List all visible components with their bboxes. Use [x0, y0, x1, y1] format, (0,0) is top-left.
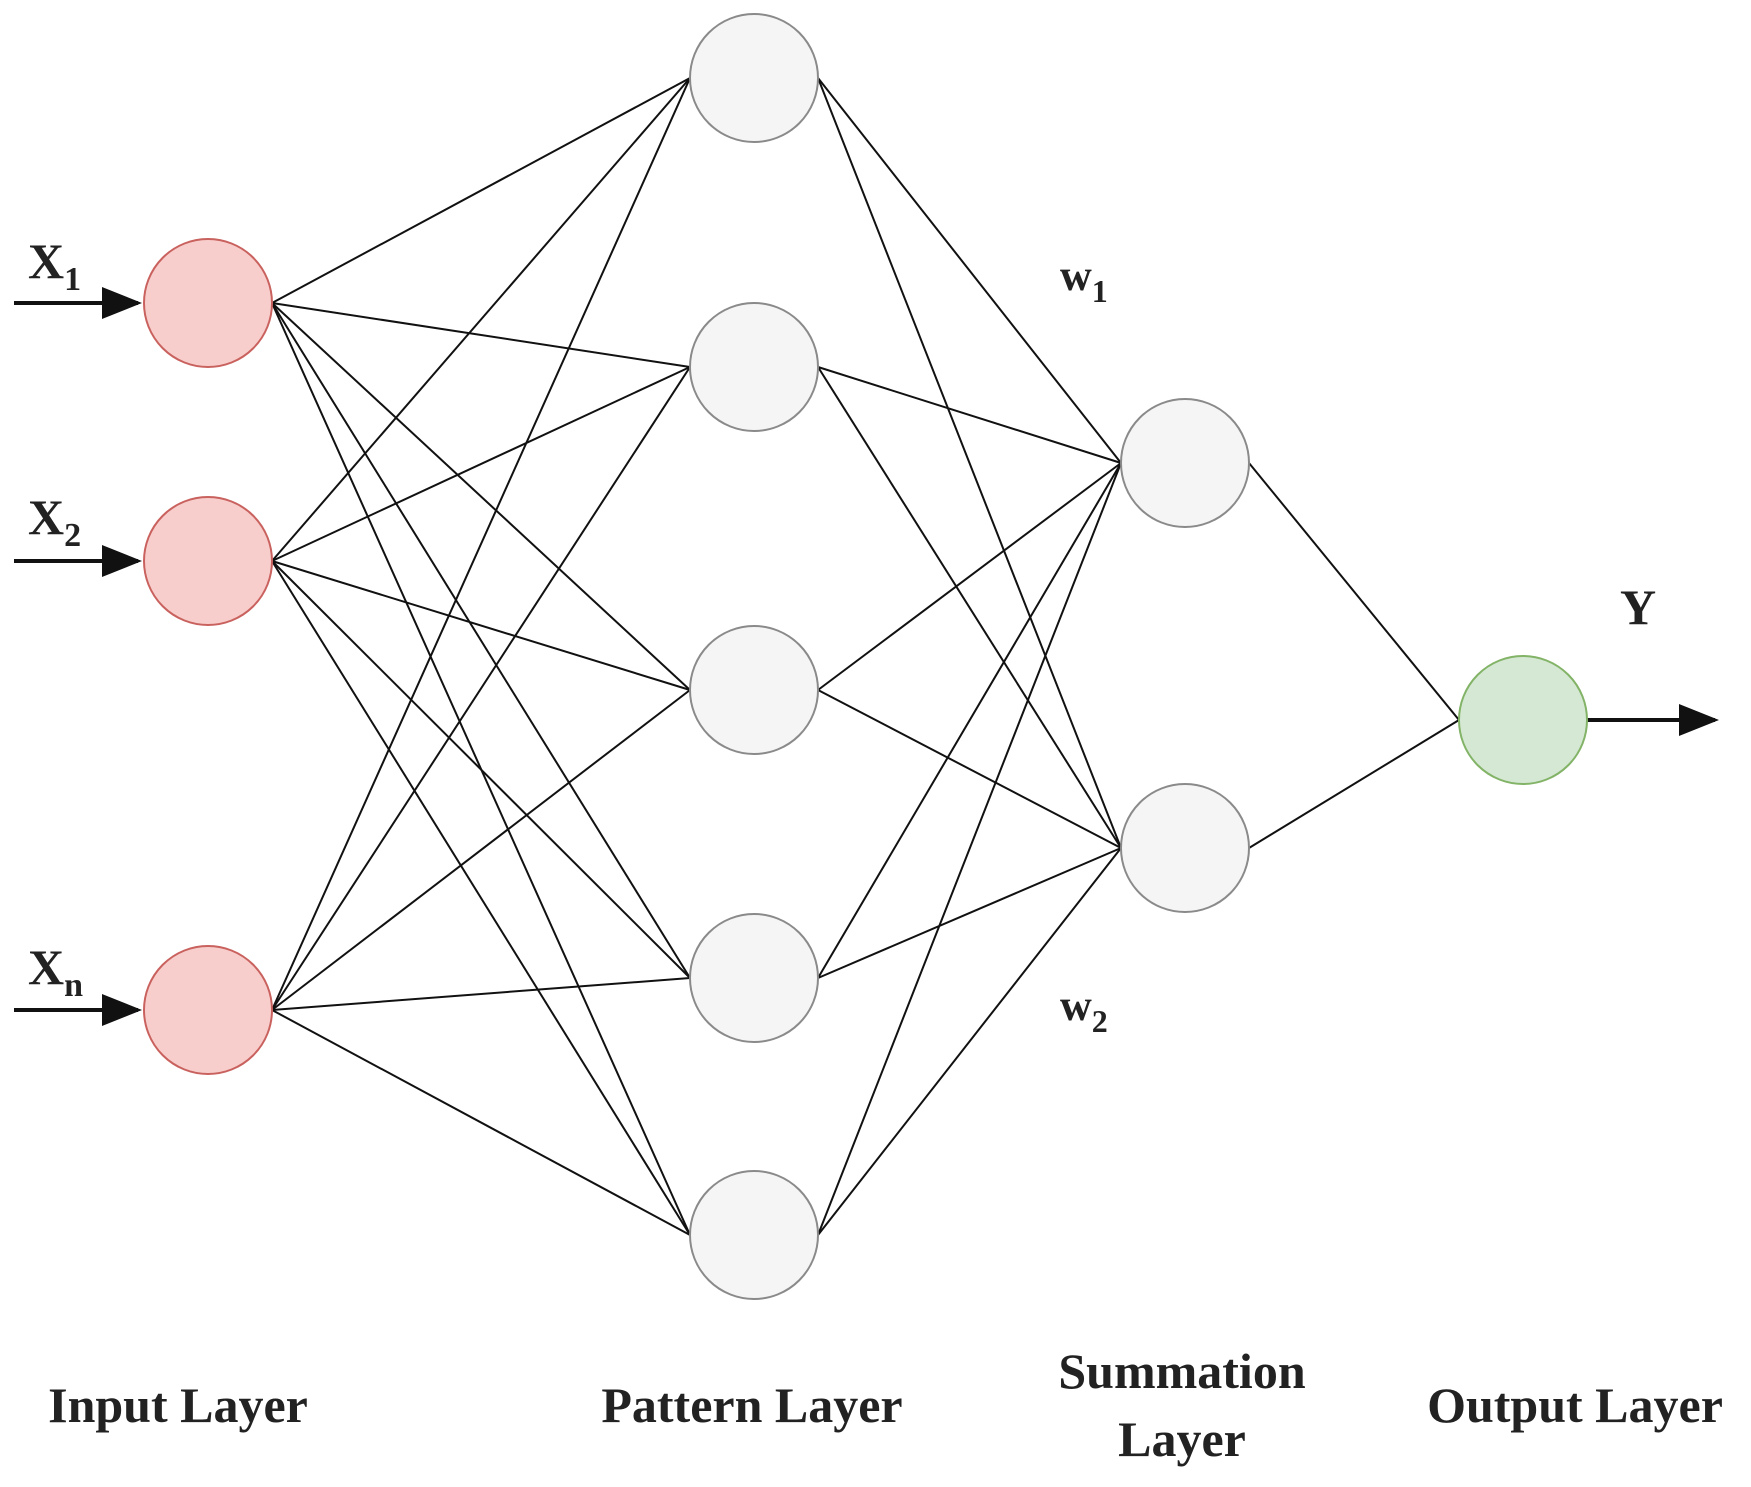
nodes: [143, 13, 1588, 1300]
output-label: Y: [1620, 579, 1656, 635]
edge-input3-pattern2: [271, 366, 691, 1011]
input-layer-label: Input Layer: [48, 1377, 308, 1433]
summation-layer-label-line2: Layer: [1118, 1411, 1246, 1467]
edge-input3-pattern3: [271, 689, 691, 1011]
edge-pattern5-summation2: [817, 847, 1122, 1236]
input-label-2: X2: [28, 489, 81, 554]
edge-input2-pattern1: [271, 77, 691, 562]
edge-pattern4-summation1: [817, 462, 1122, 979]
edge-pattern1-summation2: [817, 77, 1122, 849]
pattern-node-4: [689, 913, 819, 1043]
edge-pattern2-summation1: [817, 366, 1122, 464]
edge-input3-pattern5: [271, 1009, 691, 1236]
edge-input2-pattern2: [271, 366, 691, 562]
edge-pattern1-summation1: [817, 77, 1122, 464]
pattern-node-3: [689, 625, 819, 755]
edge-pattern2-summation2: [817, 366, 1122, 849]
pattern-node-2: [689, 302, 819, 432]
input-label-1: X1: [28, 233, 81, 298]
pattern-layer-label: Pattern Layer: [601, 1377, 902, 1433]
pattern-node-5: [689, 1170, 819, 1300]
output-node: [1458, 655, 1588, 785]
pattern-node-1: [689, 13, 819, 143]
edge-input3-pattern4: [271, 977, 691, 1011]
input-node-2: [143, 496, 273, 626]
edge-summation1-output1: [1248, 462, 1460, 721]
edge-input2-pattern3: [271, 560, 691, 691]
summation-node-2: [1120, 783, 1250, 913]
edge-input2-pattern4: [271, 560, 691, 979]
edge-input2-pattern5: [271, 560, 691, 1236]
weight-label-1: w1: [1060, 251, 1108, 309]
input-label-n: Xn: [28, 939, 83, 1004]
input-node-1: [143, 238, 273, 368]
edge-input1-pattern1: [271, 77, 691, 304]
edge-pattern3-summation2: [817, 689, 1122, 849]
edge-input1-pattern3: [271, 302, 691, 691]
summation-layer-label-line1: Summation: [1058, 1343, 1305, 1399]
edge-pattern4-summation2: [817, 847, 1122, 979]
edge-input1-pattern2: [271, 302, 691, 368]
edge-pattern3-summation1: [817, 462, 1122, 691]
summation-node-1: [1120, 398, 1250, 528]
input-node-3: [143, 945, 273, 1075]
connections: [271, 77, 1460, 1236]
output-layer-label: Output Layer: [1427, 1377, 1723, 1433]
edge-input3-pattern1: [271, 77, 691, 1011]
edge-summation2-output1: [1248, 719, 1460, 849]
io-arrows: [14, 287, 1719, 1026]
edge-pattern5-summation1: [817, 462, 1122, 1236]
edge-input1-pattern4: [271, 302, 691, 979]
weight-label-2: w2: [1060, 981, 1108, 1039]
